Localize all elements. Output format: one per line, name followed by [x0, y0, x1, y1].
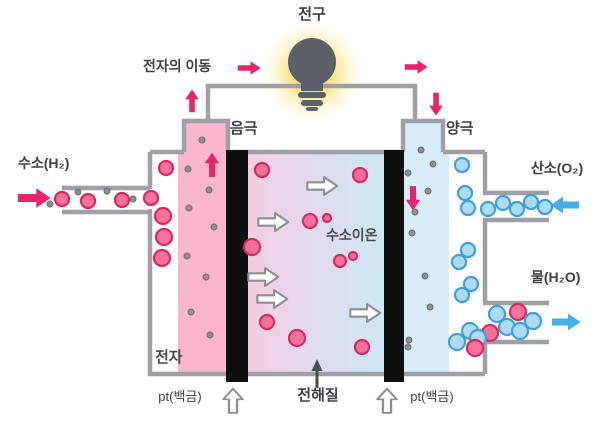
oxygen-inlet-arrow [550, 196, 579, 214]
wire-arrow-right [404, 60, 428, 74]
water-outlet-arrow [552, 313, 581, 331]
bulb-label: 전구 [298, 6, 326, 23]
hydrogen-molecules [53, 159, 371, 356]
electrolyte-pointer-arrow [311, 359, 323, 388]
oxygen-molecules [450, 156, 554, 304]
cathode-gas-column [178, 121, 226, 375]
wire-arrow-left [237, 61, 261, 75]
hydrogen-ion-label: 수소이온 [326, 227, 378, 243]
anode-label: 양극 [446, 120, 474, 137]
electrolyte-label: 전해질 [297, 387, 339, 404]
anode-electrode [384, 150, 404, 382]
oxygen-label: 산소(O₂) [531, 160, 584, 176]
hydrogen-label: 수소(H₂) [18, 155, 70, 171]
water-label: 물(H₂O) [531, 269, 581, 285]
electron-label: 전자 [155, 349, 183, 366]
wire-down-arrow [429, 92, 443, 116]
hydrogen-inlet-arrow [17, 188, 51, 208]
electron-dots [46, 136, 437, 351]
anode-gas-column [404, 121, 449, 375]
wire-up-arrow [185, 89, 199, 113]
water-molecules [447, 302, 543, 358]
cathode-label: 음극 [230, 120, 258, 137]
platinum-label-right: pt(백금) [410, 389, 454, 404]
cathode-electrode [226, 150, 248, 382]
bulb-icon [288, 38, 336, 111]
platinum-label-left: pt(백금) [158, 389, 202, 404]
electron-flow-label: 전자의 이동 [143, 58, 212, 74]
